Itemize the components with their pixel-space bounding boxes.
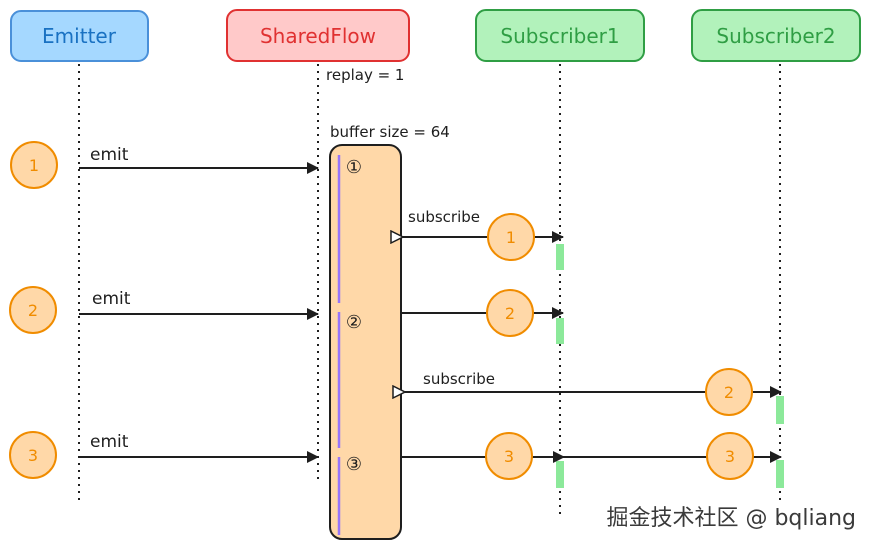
subscriber1-label: Subscriber1 <box>500 24 619 48</box>
subscriber1-value-circle: 3 <box>485 432 533 480</box>
subscribe-label: subscribe <box>408 208 480 226</box>
emit-label: emit <box>92 289 131 309</box>
subscriber1-value: 3 <box>504 447 514 466</box>
subscribe-label: subscribe <box>423 370 495 388</box>
buffer-item: ③ <box>346 454 362 475</box>
subscriber2-value: 3 <box>725 447 735 466</box>
subscriber1-value-circle: 2 <box>486 289 534 337</box>
emitter-value: 1 <box>29 156 39 175</box>
subscriber1-activation <box>556 318 564 344</box>
buffer-box: ① ② ③ <box>329 144 402 540</box>
sharedflow-label: SharedFlow <box>260 24 376 48</box>
emitter-participant: Emitter <box>10 10 149 62</box>
subscriber1-value: 1 <box>506 228 516 247</box>
buffer-item: ① <box>346 157 362 178</box>
emitter-value-circle: 3 <box>9 431 57 479</box>
subscriber1-value: 2 <box>505 304 515 323</box>
subscriber2-activation <box>776 396 784 424</box>
subscriber1-activation <box>556 461 564 488</box>
watermark-text: 掘金技术社区 @ bqliang <box>606 506 856 531</box>
watermark-text: 掘金技术社区 @ bqliang <box>606 506 856 531</box>
subscriber2-value: 2 <box>724 383 734 402</box>
emit-label: emit <box>90 145 129 165</box>
subscriber1-participant: Subscriber1 <box>475 9 645 62</box>
emitter-value: 2 <box>28 301 38 320</box>
subscriber2-participant: Subscriber2 <box>691 9 861 62</box>
sharedflow-participant: SharedFlow <box>226 9 410 62</box>
subscriber2-activation <box>776 460 784 488</box>
subscriber1-value-circle: 1 <box>487 213 535 261</box>
replay-note: replay = 1 <box>326 66 404 84</box>
emitter-value-circle: 2 <box>9 286 57 334</box>
subscriber2-label: Subscriber2 <box>716 24 835 48</box>
buffer-size-note: buffer size = 64 <box>330 123 450 141</box>
emitter-value-circle: 1 <box>10 141 58 189</box>
emitter-value: 3 <box>28 446 38 465</box>
buffer-item: ② <box>346 312 362 333</box>
subscriber2-value-circle: 2 <box>705 368 753 416</box>
subscriber2-value-circle: 3 <box>706 432 754 480</box>
subscriber1-activation <box>556 244 564 270</box>
emit-label: emit <box>90 432 129 452</box>
emitter-label: Emitter <box>42 24 117 48</box>
